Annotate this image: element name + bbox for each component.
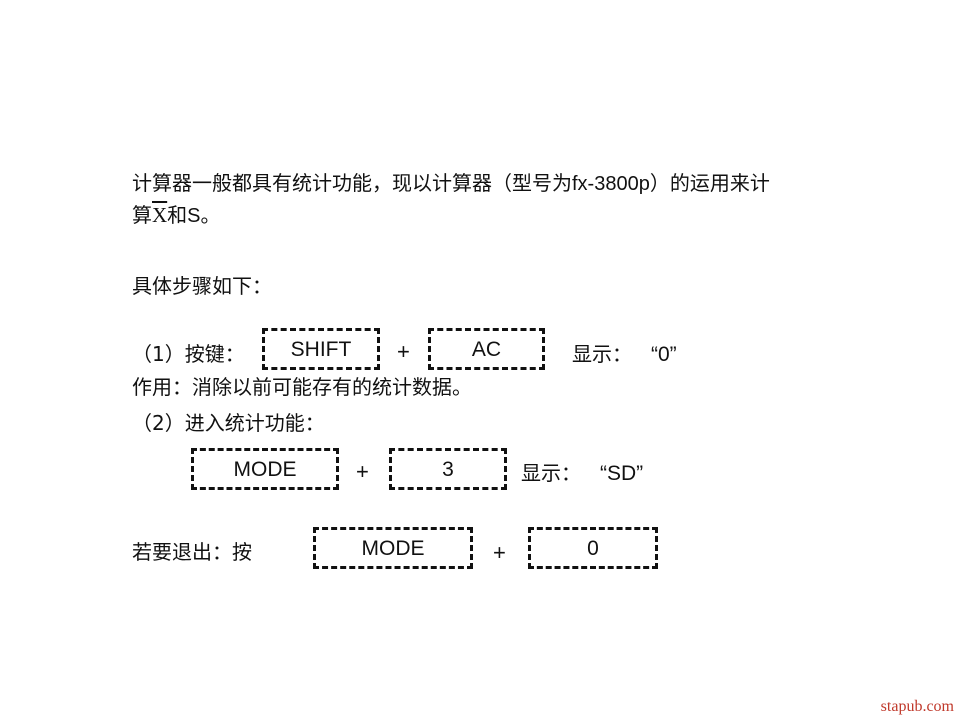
exit-mode-key-box: MODE (313, 527, 473, 569)
zero-key-box: 0 (528, 527, 658, 569)
mode-key-box: MODE (191, 448, 339, 490)
step1-plus: + (397, 339, 410, 364)
steps-heading: 具体步骤如下： (132, 274, 272, 298)
exit-plus: + (493, 540, 506, 565)
calculator-model: fx-3800p (572, 173, 650, 195)
ac-key-box: AC (428, 328, 545, 370)
step2-label: （2）进入统计功能： (132, 411, 325, 435)
exit-label: 若要退出：按 (132, 540, 252, 564)
intro-line-2: 算X和S。 (132, 203, 221, 227)
step1-display-label: 显示： (572, 342, 632, 366)
intro-text-prefix: 计算器一般都具有统计功能，现以计算器（型号为 (132, 171, 572, 195)
step2-display-label: 显示： (521, 461, 581, 485)
x-bar-symbol: X (152, 203, 168, 227)
s-symbol: S (187, 205, 201, 227)
purpose-text: 作用：消除以前可能存有的统计数据。 (132, 375, 472, 399)
intro-text-b: 和 (167, 203, 188, 227)
intro-text-c: 。 (200, 203, 221, 227)
step2-plus: + (356, 459, 369, 484)
three-key-box: 3 (389, 448, 507, 490)
step1-label: （1）按键： (132, 342, 245, 366)
intro-text-suffix: ）的运用来计 (649, 171, 770, 195)
intro-line-1: 计算器一般都具有统计功能，现以计算器（型号为fx-3800p）的运用来计 (132, 173, 770, 194)
step1-display-value: “0” (651, 343, 677, 366)
shift-key-box: SHIFT (262, 328, 380, 370)
step2-display-value: “SD” (600, 462, 644, 485)
intro-text-a: 算 (132, 203, 152, 227)
watermark: stapub.com (880, 698, 954, 715)
